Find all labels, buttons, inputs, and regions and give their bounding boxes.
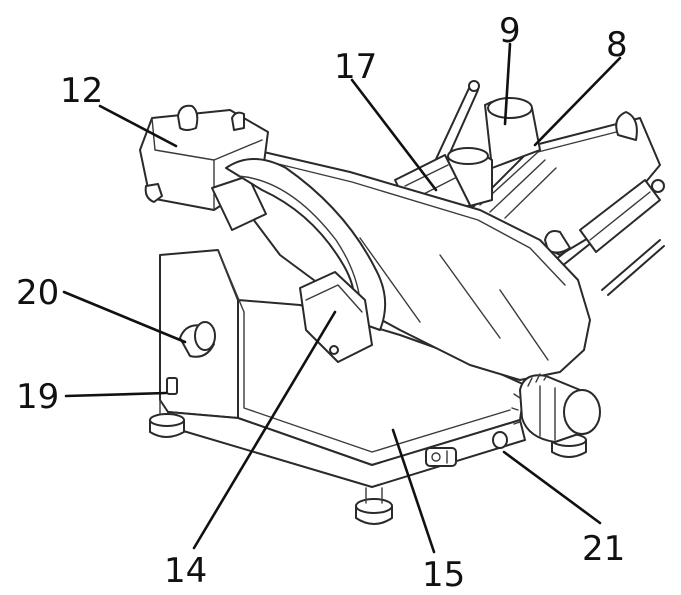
leader-lines bbox=[62, 42, 622, 554]
leader-19 bbox=[64, 391, 168, 398]
leader-17 bbox=[350, 78, 438, 192]
base-housing bbox=[159, 249, 526, 488]
sharpener-head bbox=[139, 104, 269, 231]
rotary-knob bbox=[492, 373, 601, 449]
leader-15 bbox=[391, 428, 436, 554]
foot-left bbox=[149, 413, 185, 438]
callout-15: 15 bbox=[422, 555, 465, 595]
leader-9 bbox=[503, 42, 512, 126]
callout-labels: 8 9 17 12 20 19 14 15 21 bbox=[16, 11, 628, 595]
control-panel bbox=[425, 447, 457, 467]
callout-12: 12 bbox=[60, 71, 103, 111]
leader-8 bbox=[533, 56, 622, 147]
leader-14 bbox=[192, 310, 337, 550]
blade-guard bbox=[249, 149, 591, 381]
carriage-assembly bbox=[394, 80, 665, 296]
foot-front bbox=[355, 487, 393, 525]
leader-12 bbox=[98, 104, 178, 148]
callout-21: 21 bbox=[582, 529, 625, 569]
leader-20 bbox=[62, 290, 187, 344]
callout-17: 17 bbox=[334, 47, 377, 87]
leader-21 bbox=[502, 450, 602, 525]
side-knob bbox=[179, 321, 216, 358]
side-switch bbox=[166, 377, 178, 395]
callout-8: 8 bbox=[606, 25, 628, 65]
callout-14: 14 bbox=[164, 551, 207, 591]
callout-19: 19 bbox=[16, 377, 59, 417]
callout-9: 9 bbox=[499, 11, 521, 51]
callout-20: 20 bbox=[16, 273, 59, 313]
